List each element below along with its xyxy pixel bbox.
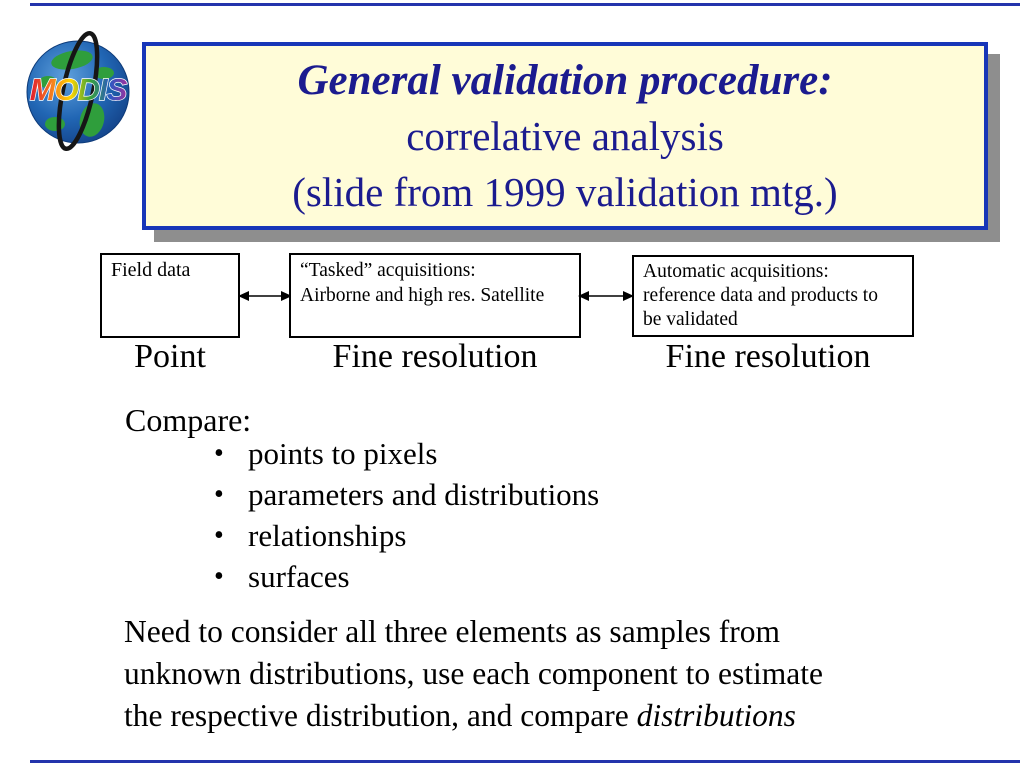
modis-logo-text: MODIS — [30, 72, 128, 107]
top-frame-line — [30, 3, 1020, 6]
bullet-label: points to pixels — [248, 435, 438, 471]
paragraph-line: the respective distribution, and compare… — [124, 695, 984, 737]
flow-box-line: “Tasked” acquisitions: — [300, 260, 476, 281]
paragraph-italic-word: distributions — [636, 698, 796, 733]
flow-box-line: be validated — [643, 309, 738, 330]
title-line-1: General validation procedure: — [297, 57, 833, 104]
bullet-label: parameters and distributions — [248, 476, 600, 512]
bullet-list: • points to pixels • parameters and dist… — [214, 433, 599, 597]
bullet-dot-icon: • — [214, 437, 224, 469]
paragraph-line: Need to consider all three elements as s… — [124, 614, 781, 649]
flow-box-line: Airborne and high res. Satellite — [300, 285, 545, 306]
flow-label-fine-resolution-1: Fine resolution — [332, 338, 538, 375]
bullet-label: surfaces — [248, 558, 350, 594]
bullet-item: • relationships — [214, 515, 599, 556]
flow-label-point: Point — [134, 338, 206, 375]
paragraph-line-text: the respective distribution, and compare — [124, 698, 637, 733]
bullet-dot-icon: • — [214, 519, 224, 551]
bullet-item: • points to pixels — [214, 433, 599, 474]
orbit-ring-icon — [56, 30, 100, 152]
summary-paragraph: Need to consider all three elements as s… — [124, 611, 984, 737]
bullet-dot-icon: • — [214, 478, 224, 510]
paragraph-line: unknown distributions, use each componen… — [124, 656, 823, 691]
flow-box-tasked-acquisitions: “Tasked” acquisitions: Airborne and high… — [289, 253, 581, 338]
compare-heading: Compare: — [125, 402, 252, 438]
bullet-label: relationships — [248, 517, 407, 553]
flow-box-line: reference data and products to — [643, 285, 878, 306]
title-line-3: (slide from 1999 validation mtg.) — [292, 169, 838, 215]
flow-label-fine-resolution-2: Fine resolution — [665, 338, 871, 375]
double-arrow-icon — [238, 291, 292, 301]
bullet-item: • parameters and distributions — [214, 474, 599, 515]
flow-box-line: Automatic acquisitions: — [643, 261, 829, 282]
bottom-frame-line — [30, 760, 1020, 763]
flow-box-line: Field data — [111, 259, 191, 281]
title-box: General validation procedure: correlativ… — [142, 42, 988, 230]
bullet-dot-icon: • — [214, 560, 224, 592]
flow-box-automatic-acquisitions: Automatic acquisitions: reference data a… — [632, 255, 914, 337]
double-arrow-icon — [578, 291, 634, 301]
modis-logo: MODIS — [26, 30, 130, 152]
flow-box-field-data: Field data — [100, 253, 240, 338]
bullet-item: • surfaces — [214, 556, 599, 597]
title-line-2: correlative analysis — [406, 113, 724, 159]
